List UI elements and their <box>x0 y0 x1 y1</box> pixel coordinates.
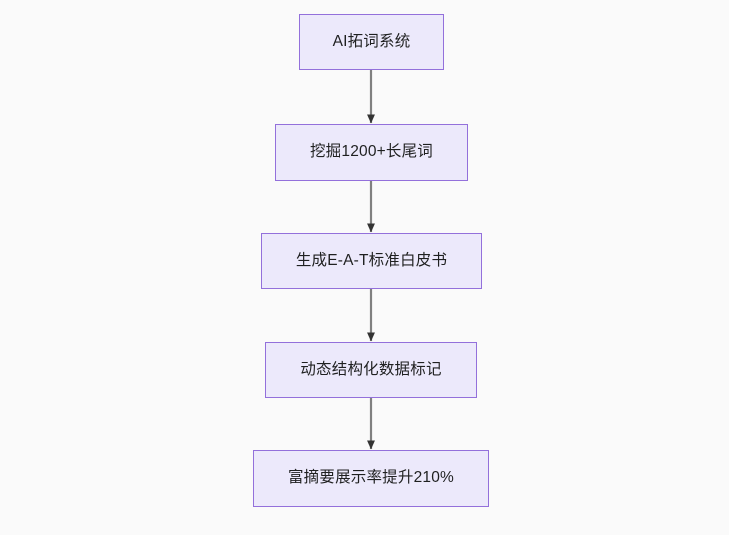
flow-node-mine-longtail-keywords[interactable]: 挖掘1200+长尾词 <box>275 124 468 181</box>
flow-node-rich-snippet-impression-lift[interactable]: 富摘要展示率提升210% <box>253 450 489 507</box>
flow-node-label: 挖掘1200+长尾词 <box>309 143 434 161</box>
flow-node-ai-keyword-system[interactable]: AI拓词系统 <box>299 14 444 70</box>
flow-node-dynamic-structured-data-markup[interactable]: 动态结构化数据标记 <box>265 342 477 398</box>
flow-node-label: 动态结构化数据标记 <box>300 360 442 378</box>
flow-node-generate-eat-whitepaper[interactable]: 生成E-A-T标准白皮书 <box>261 233 482 289</box>
flow-node-label: 生成E-A-T标准白皮书 <box>295 251 448 269</box>
flow-node-label: 富摘要展示率提升210% <box>287 469 455 487</box>
flow-node-label: AI拓词系统 <box>332 32 411 50</box>
